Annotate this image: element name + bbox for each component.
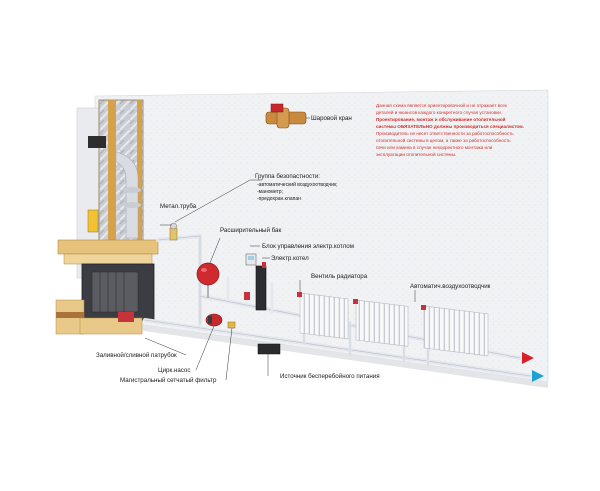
expansion-tank	[196, 262, 220, 298]
disclaimer-line-3: Проектирование, монтаж и обслуживание от…	[376, 116, 506, 122]
disclaimer-line-4: системы ОБЯЗАТЕЛЬНО должны производиться…	[376, 124, 524, 129]
fireplace	[55, 209, 159, 335]
electric-boiler-label: Электр.котел	[271, 255, 309, 262]
drain-pipe-label: Заливной/сливной патрубок	[96, 352, 177, 359]
disclaimer-line-2: деталей и нюансов каждого конкретного сл…	[376, 109, 502, 115]
auto-air-vent-label: Автоматич.воздухоотводчик	[410, 283, 491, 290]
safety-group-callout: Группа безопастности: -автоматический во…	[255, 173, 338, 202]
ups-label: Источник бесперебойного питания	[280, 373, 380, 380]
boiler-control-label: Блок управления электр.котлом	[262, 243, 354, 250]
radiator-valve-label: Вентиль радиатора	[311, 273, 368, 280]
safety-group	[169, 222, 178, 241]
radiator-3	[421, 305, 489, 357]
disclaimer-line-5: Производитель не несет ответственности з…	[376, 131, 514, 136]
metal-pipe-label: Метал.труба	[160, 203, 197, 210]
ups-unit	[257, 343, 281, 355]
safety-group-item-2: -манометр;	[257, 189, 283, 195]
safety-group-item-1: -автоматический воздухоотводчик;	[257, 181, 338, 188]
leader-lines	[144, 117, 416, 381]
electric-boiler	[244, 253, 267, 311]
cold-flow-arrow	[532, 370, 544, 382]
disclaimer-line-8: эксплуатации отопительной системы.	[376, 151, 456, 157]
disclaimer-line-6: отопительной системы в целом, а также за…	[376, 137, 511, 143]
floor	[95, 318, 548, 388]
expansion-tank-label: Расширительный бак	[220, 227, 281, 234]
safety-group-item-3: -предохран.клапан	[257, 196, 301, 202]
circulation-pump	[205, 313, 223, 327]
disclaimer-line-1: Данная схема является ориентировочной и …	[376, 102, 508, 108]
mesh-filter-label: Магистральный сетчатый фильтр	[120, 377, 217, 384]
ball-valve-label: Шаровой кран	[311, 115, 352, 122]
radiator-2	[353, 299, 409, 347]
hot-flow-arrow	[522, 352, 534, 364]
mesh-filter	[227, 321, 236, 329]
radiator-1	[297, 292, 349, 340]
safety-group-title: Группа безопастности:	[255, 173, 320, 180]
disclaimer: Данная схема является ориентировочной и …	[376, 102, 524, 157]
disclaimer-line-7: печи или камина в случае некорректного м…	[376, 145, 493, 150]
circ-pump-label: Цирк.насос	[158, 367, 190, 374]
